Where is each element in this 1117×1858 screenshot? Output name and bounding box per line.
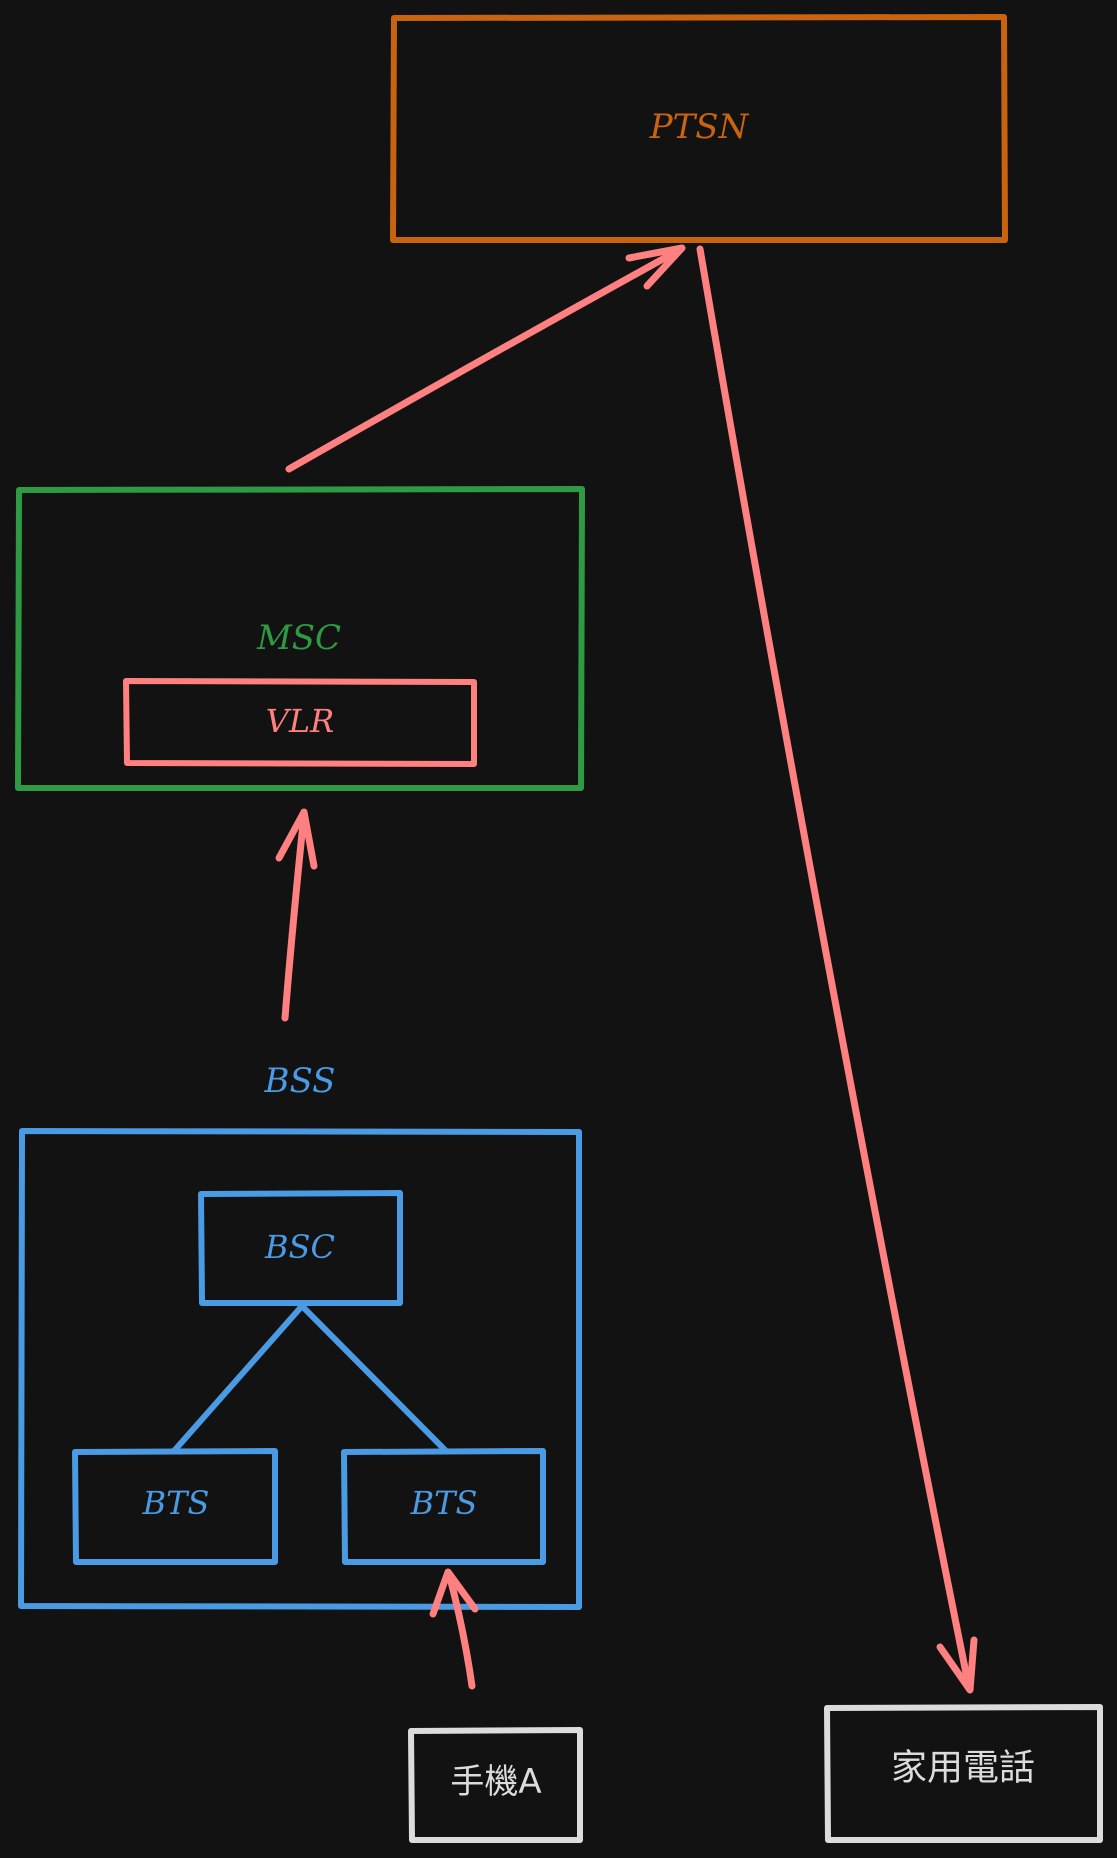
arrow-ptsn-to-home-phone-shaft xyxy=(696,245,973,1692)
bsc-node: BSC xyxy=(198,1190,403,1306)
bts-left-label: BTS xyxy=(142,1484,210,1522)
arrow-msc-to-ptsn-head xyxy=(625,244,686,290)
phone-a-box xyxy=(408,1727,583,1843)
bts-left-node: BTS xyxy=(72,1448,278,1565)
bsc-to-bts-right-line xyxy=(299,1303,449,1454)
bts-right-box xyxy=(341,1448,546,1565)
home-phone-label: 家用電話 xyxy=(891,1748,1035,1789)
vlr-node: VLR xyxy=(123,678,477,767)
bsc-to-bts-left-line xyxy=(171,1303,305,1454)
arrow-ptsn-to-home-phone xyxy=(696,245,978,1694)
bts-right-label: BTS xyxy=(410,1484,478,1522)
phone-a-label: 手機A xyxy=(450,1762,541,1802)
bss-box xyxy=(18,1128,582,1610)
vlr-label: VLR xyxy=(266,702,334,740)
arrow-bss-to-msc xyxy=(275,808,318,1022)
phone-a-node: 手機A xyxy=(408,1727,583,1843)
msc-box xyxy=(15,486,585,791)
arrow-phone-to-bts-head xyxy=(429,1568,479,1618)
ptsn-node: PTSN xyxy=(390,14,1008,243)
arrow-msc-to-ptsn-shaft xyxy=(285,245,685,473)
arrow-msc-to-ptsn xyxy=(285,244,686,473)
home-phone-node: 家用電話 xyxy=(824,1704,1103,1843)
ptsn-box xyxy=(390,14,1008,243)
arrow-bss-to-msc-head xyxy=(275,808,318,870)
bts-left-box xyxy=(72,1448,278,1565)
bsc-label: BSC xyxy=(264,1228,335,1266)
msc-label: MSC xyxy=(256,618,341,658)
bsc-box xyxy=(198,1190,403,1306)
arrow-phone-to-bts xyxy=(429,1568,479,1690)
vlr-box xyxy=(123,678,477,767)
msc-node: MSC xyxy=(15,486,585,791)
home-phone-box xyxy=(824,1704,1103,1843)
arrow-bss-to-msc-shaft xyxy=(281,810,308,1022)
bts-right-node: BTS xyxy=(341,1448,546,1565)
ptsn-label: PTSN xyxy=(649,107,750,147)
arrow-ptsn-to-home-phone-head xyxy=(936,1636,978,1694)
bss-label: BSS xyxy=(264,1061,336,1101)
arrow-phone-to-bts-shaft xyxy=(445,1570,476,1690)
